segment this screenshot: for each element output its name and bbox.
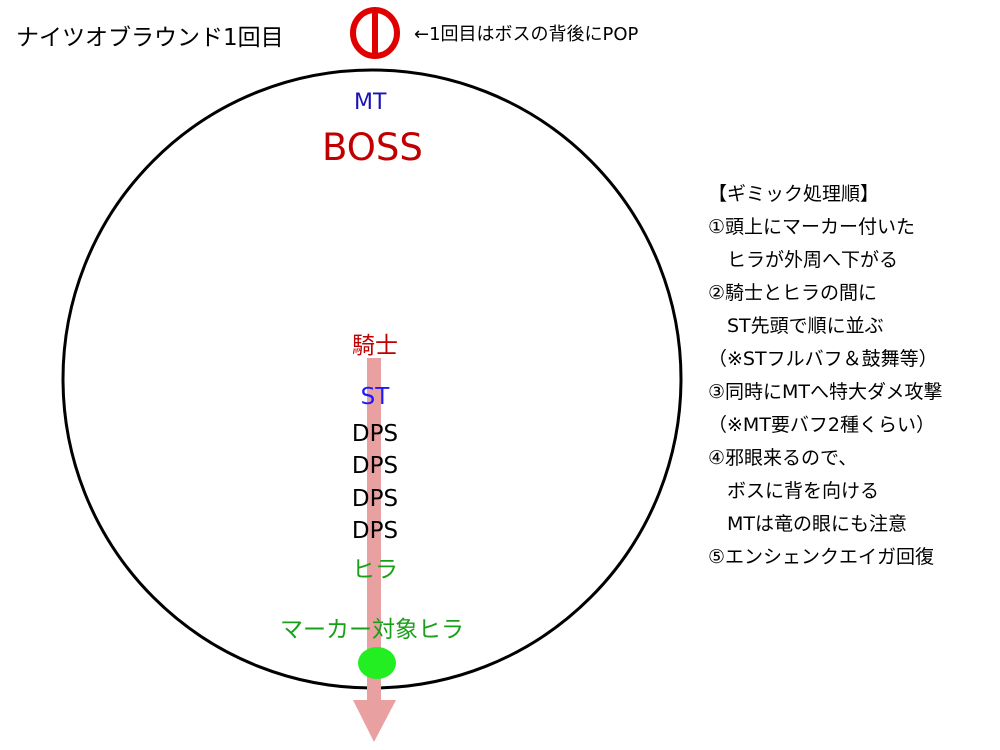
mt-label: MT bbox=[354, 90, 387, 115]
marker-target-label: マーカー対象ヒラ bbox=[280, 617, 464, 643]
step-line: ST先頭で順に並ぶ bbox=[708, 315, 884, 337]
dps-label: DPS bbox=[351, 486, 399, 512]
retreat-arrow bbox=[353, 358, 396, 742]
page-title: ナイツオブラウンド1回目 bbox=[16, 25, 284, 51]
pop-note: ←1回目はボスの背後にPOP bbox=[414, 24, 639, 45]
step-line: MTは竜の眼にも注意 bbox=[708, 513, 907, 535]
step-line: ①頭上にマーカー付いた bbox=[708, 216, 916, 238]
healer-label: ヒラ bbox=[352, 557, 398, 583]
gimmick-steps: 【ギミック処理順】 ①頭上にマーカー付いた ヒラが外周へ下がる ②騎士とヒラの間… bbox=[708, 178, 942, 574]
dps-label: DPS bbox=[351, 421, 399, 447]
step-line: ヒラが外周へ下がる bbox=[708, 249, 899, 271]
step-line: （※MT要バフ2種くらい） bbox=[708, 414, 936, 436]
step-line: （※STフルバフ＆鼓舞等） bbox=[708, 348, 938, 370]
marker-dot bbox=[358, 647, 396, 679]
steps-heading: 【ギミック処理順】 bbox=[708, 183, 880, 205]
dps-label: DPS bbox=[351, 518, 399, 544]
step-line: ⑤エンシェンクエイガ回復 bbox=[708, 546, 935, 568]
knight-label: 騎士 bbox=[352, 333, 398, 359]
dps-label: DPS bbox=[351, 453, 399, 479]
spawn-marker-icon bbox=[350, 7, 400, 59]
step-line: ②騎士とヒラの間に bbox=[708, 282, 878, 304]
step-line: ③同時にMTへ特大ダメ攻撃 bbox=[708, 381, 943, 403]
boss-label: BOSS bbox=[322, 126, 423, 169]
st-label: ST bbox=[360, 384, 390, 410]
step-line: ④邪眼来るので、 bbox=[708, 447, 858, 469]
step-line: ボスに背を向ける bbox=[708, 480, 880, 502]
